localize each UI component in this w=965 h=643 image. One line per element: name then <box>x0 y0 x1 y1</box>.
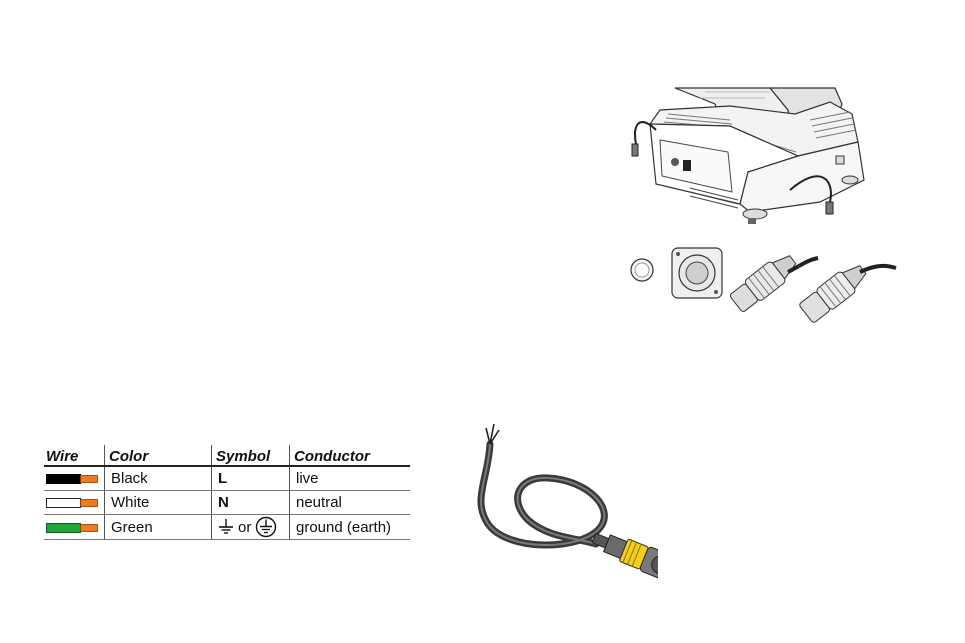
table-row: Green or <box>44 515 410 540</box>
conductor-cell: live <box>290 466 411 491</box>
header-symbol: Symbol <box>212 445 290 466</box>
header-conductor: Conductor <box>290 445 411 466</box>
symbol-cell: L <box>212 466 290 491</box>
fixture-base-illustration <box>620 84 870 234</box>
wire-swatch-white <box>44 491 105 515</box>
power-cable-illustration <box>468 420 658 580</box>
ground-icon <box>218 518 234 536</box>
wire-swatch-green <box>44 515 105 540</box>
wire-swatch-black <box>44 466 105 491</box>
wiring-table-header: Wire Color Symbol Conductor <box>44 445 410 466</box>
color-cell: White <box>105 491 212 515</box>
symbol-or-label: or <box>238 519 251 536</box>
connector-parts-illustration <box>628 242 898 334</box>
conductor-cell: ground (earth) <box>290 515 411 540</box>
conductor-cell: neutral <box>290 491 411 515</box>
symbol-cell: or <box>212 515 290 540</box>
symbol-cell: N <box>212 491 290 515</box>
header-wire: Wire <box>44 445 105 466</box>
color-cell: Green <box>105 515 212 540</box>
header-color: Color <box>105 445 212 466</box>
table-row: White N neutral <box>44 491 410 515</box>
color-cell: Black <box>105 466 212 491</box>
wiring-table: Wire Color Symbol Conductor Black L live <box>44 445 410 540</box>
table-row: Black L live <box>44 466 410 491</box>
protective-earth-icon <box>255 516 277 538</box>
